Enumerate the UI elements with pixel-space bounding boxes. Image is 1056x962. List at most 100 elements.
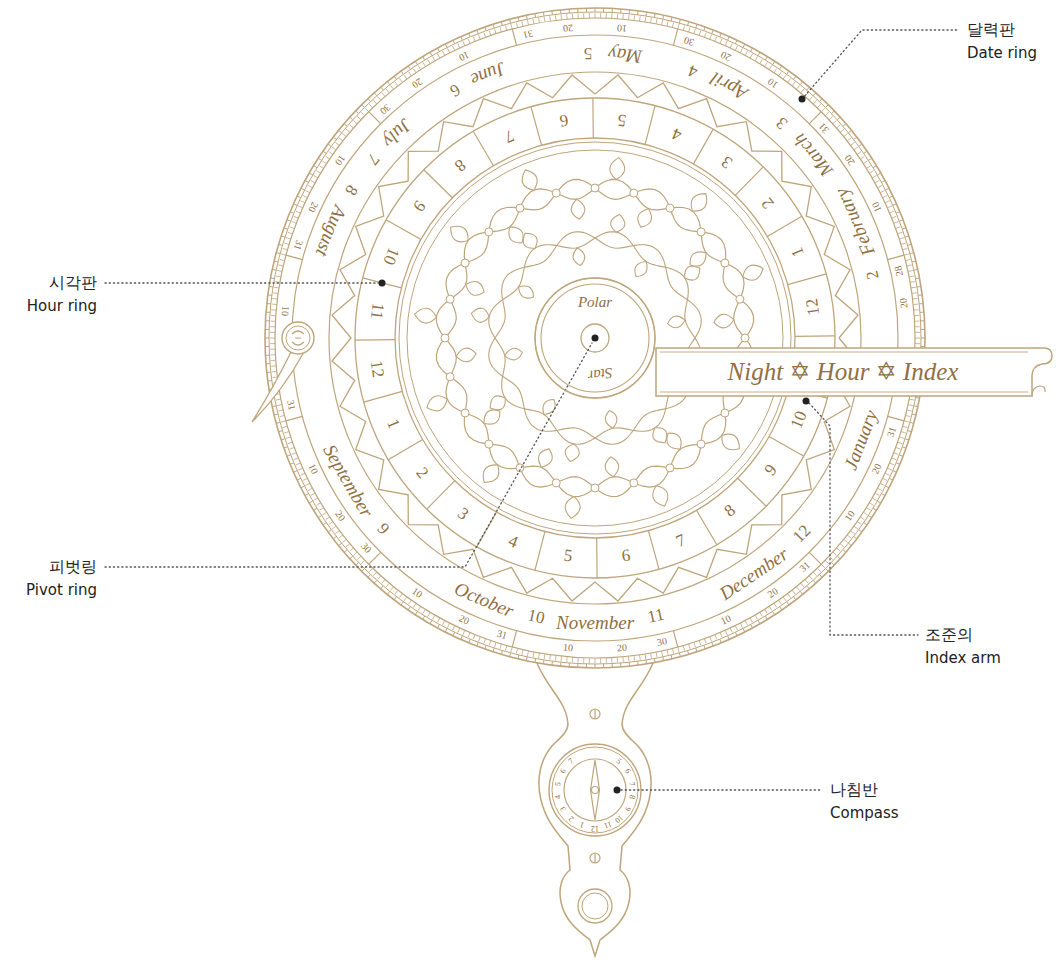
rim-tick: [877, 173, 881, 175]
day-tick: [907, 265, 912, 266]
date-number: 28: [892, 265, 906, 277]
rim-tick: [265, 329, 269, 330]
day-tick: [883, 478, 888, 480]
rim-tick: [356, 562, 359, 565]
rim-tick: [886, 188, 890, 190]
inner-disc-edge: [399, 142, 791, 534]
day-tick: [725, 41, 727, 46]
rim-tick: [679, 653, 680, 657]
rim-tick: [560, 662, 561, 666]
hour-number: 3: [718, 152, 737, 173]
day-tick: [901, 432, 906, 433]
rim-tick: [899, 455, 903, 457]
vine: [436, 179, 753, 496]
rim-tick: [266, 320, 270, 321]
compass-face: [564, 759, 626, 821]
day-tick: [305, 483, 310, 485]
day-tick: [572, 657, 573, 662]
rim-tick: [826, 569, 829, 572]
leaf: [573, 248, 585, 266]
day-tick: [860, 156, 864, 159]
rim-tick: [362, 569, 365, 572]
rim-tick: [401, 602, 403, 605]
day-tick: [281, 254, 286, 255]
rim-tick: [910, 253, 914, 254]
day-tick: [817, 568, 821, 572]
leaf: [427, 396, 447, 411]
day-tick: [296, 463, 301, 465]
day-tick: [912, 292, 917, 294]
rim-tick: [889, 196, 893, 198]
day-tick: [851, 531, 855, 534]
day-tick: [505, 646, 506, 651]
rim-tick: [921, 346, 925, 347]
rim-tick: [266, 355, 270, 356]
rim-tick: [765, 616, 767, 619]
month-number: 6: [446, 79, 463, 101]
rim-tick: [339, 543, 342, 546]
pivot-ring: [581, 324, 609, 352]
date-number: 10: [306, 462, 321, 476]
month-divider: [673, 631, 677, 647]
rim-tick: [837, 556, 840, 559]
callout-label: Pivot ring: [26, 580, 97, 600]
rim-tick: [423, 57, 425, 60]
rim-tick: [921, 320, 925, 321]
day-tick: [866, 166, 870, 169]
day-tick: [346, 544, 350, 547]
rim-tick: [848, 543, 851, 546]
day-tick: [335, 142, 339, 145]
rim-tick: [612, 664, 613, 668]
date-number: 20: [617, 641, 628, 654]
rim-tick: [461, 636, 463, 640]
day-tick: [639, 655, 641, 660]
hour-number: 6: [620, 545, 631, 566]
day-tick: [365, 108, 369, 112]
date-number: 10: [766, 75, 781, 91]
rim-tick: [387, 82, 390, 85]
rim-tick: [800, 591, 803, 594]
polar-ring: [535, 278, 655, 398]
day-tick: [875, 493, 879, 496]
hour-number: 8: [721, 501, 740, 522]
leader-dot: [803, 398, 810, 405]
day-tick: [270, 338, 275, 339]
rim-tick: [921, 338, 925, 339]
vine-curl: [591, 184, 599, 192]
day-tick: [473, 635, 475, 640]
day-tick: [606, 658, 607, 663]
hour-divider: [697, 510, 717, 545]
day-tick: [473, 37, 475, 42]
day-tick: [628, 656, 630, 661]
month-ring-inner: [329, 72, 861, 604]
rim-tick: [859, 144, 862, 146]
month-name: June: [467, 57, 509, 91]
leaf: [653, 486, 668, 506]
day-tick: [270, 349, 275, 350]
date-number: 20: [409, 75, 424, 91]
month-number: 7: [363, 150, 384, 169]
rim-tick: [477, 30, 479, 34]
rim-tick: [368, 99, 371, 102]
rim-tick: [720, 33, 722, 37]
compass-number: 2: [566, 814, 575, 823]
day-tick: [730, 628, 732, 633]
hour-number: 2: [758, 193, 779, 212]
day-tick: [544, 654, 546, 659]
day-tick: [555, 656, 557, 661]
rim-tick: [453, 40, 455, 44]
day-tick: [272, 304, 277, 306]
arm-inner-line: [660, 352, 1028, 392]
rim-tick: [914, 405, 918, 407]
rim-tick: [526, 657, 528, 661]
day-tick: [829, 116, 833, 119]
rim-tick: [854, 537, 857, 539]
rim-tick: [916, 397, 920, 399]
day-tick: [413, 603, 416, 607]
day-tick: [910, 281, 915, 283]
hanging-ring-inner: [582, 893, 608, 919]
rim-tick: [314, 166, 317, 168]
date-number: 30: [682, 34, 695, 48]
day-tick: [894, 222, 899, 224]
rim-tick: [318, 158, 321, 160]
